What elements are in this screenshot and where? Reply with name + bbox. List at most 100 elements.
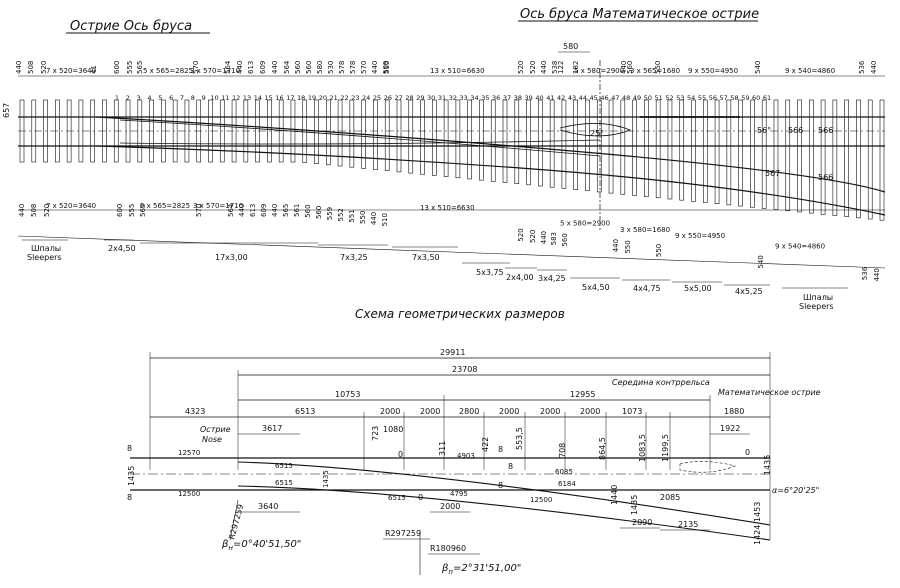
right-mark-566c: 566: [818, 173, 833, 182]
sleeper-number: 21: [330, 94, 338, 102]
sleeper: [750, 99, 755, 208]
sleeper-number: 39: [525, 94, 533, 102]
dim-10753: 10753: [335, 390, 360, 399]
sleeper-number: 42: [557, 94, 565, 102]
sleeper-number: 26: [384, 94, 392, 102]
beta-n: βн=0°40'51,50": [221, 539, 301, 552]
sleeper: [691, 99, 696, 202]
top-dim-label: 570: [360, 61, 368, 74]
dim-553: 553,5: [515, 427, 524, 450]
dim-2135: 2135: [678, 520, 698, 529]
top-dim-label: 9 x 540=4860: [785, 67, 835, 75]
sleeper: [644, 99, 649, 197]
right-mark-567: 567: [765, 169, 780, 178]
sleeper: [538, 99, 543, 187]
group-label-4x475: 4x4,75: [633, 284, 661, 293]
dim-12955: 12955: [570, 390, 595, 399]
sleeper-number: 38: [514, 94, 522, 102]
ostrie-label: Острие: [200, 425, 231, 434]
bottom-dim-label: 600: [116, 204, 124, 217]
sleeper: [679, 99, 685, 201]
group-label-5x375: 5x3,75: [476, 268, 504, 277]
sleeper: [420, 99, 425, 175]
math-tip-label: Математическое острие: [718, 388, 821, 397]
bottom-dim-label: 555: [128, 204, 136, 217]
dim-2000f: 2000: [440, 502, 460, 511]
top-dim-label: 440: [236, 61, 244, 74]
diverging-rail-2: [95, 145, 886, 216]
bottom-dim-label: 551: [348, 209, 356, 222]
dim-4323: 4323: [185, 407, 205, 416]
bottom-dim-label: 440: [238, 204, 246, 217]
top-dim-label: 508: [27, 61, 35, 74]
eight-mid: 8: [498, 445, 503, 454]
top-dim-label: 440: [540, 61, 548, 74]
top-dim-label: 570: [192, 61, 200, 74]
bottom-dim-label: 510: [381, 213, 389, 226]
dim-12570: 12570: [178, 449, 200, 457]
sleeper: [867, 99, 873, 220]
sleeper-number: 25: [373, 94, 381, 102]
left-gauge-label: 657: [2, 103, 11, 118]
sleeper: [43, 99, 48, 163]
top-dim-label: 7 x 520=3640: [46, 67, 96, 75]
dim-2000e: 2000: [580, 407, 600, 416]
sleeper: [219, 99, 225, 163]
top-dim-label: 560: [305, 61, 313, 74]
bottom-dim-label: 536: [861, 266, 869, 280]
dim-2000c: 2000: [499, 407, 519, 416]
top-dim-label: 530: [327, 61, 335, 74]
sleeper-number: 33: [460, 94, 468, 102]
sleeper-number: 4: [147, 94, 151, 102]
dim-1440: 1440: [610, 485, 619, 505]
top-dim-label: 565: [136, 61, 144, 74]
sleeper-number: 2: [126, 94, 130, 102]
sleeper-number: 61: [763, 94, 771, 102]
sleeper: [785, 99, 791, 212]
sleeper-number: 24: [362, 94, 370, 102]
dim-4795: 4795: [450, 490, 468, 498]
radius-r3: R180960: [430, 544, 466, 553]
sleeper-number: 27: [395, 94, 403, 102]
sleeper-number: 12: [232, 94, 240, 102]
sleeper-number: 9: [202, 94, 206, 102]
dim-2000d: 2000: [540, 407, 560, 416]
sleeper: [844, 99, 849, 217]
top-dim-label: 538: [551, 61, 559, 74]
sleeper: [761, 99, 767, 209]
sleeper: [384, 99, 390, 172]
top-dim-label: 440: [870, 61, 878, 74]
bottom-dim-label: 565: [282, 204, 290, 217]
bottom-dim-label: 565: [139, 204, 147, 217]
sleeper-number: 34: [470, 94, 478, 102]
dim-6513: 6513: [295, 407, 315, 416]
bottom-dim-label: 5 x 565=2825: [140, 202, 190, 210]
bottom-dim-label: 550: [624, 240, 632, 253]
sleepers-group: [19, 99, 885, 221]
sleeper-number: 46: [600, 94, 608, 102]
dim-29911: 29911: [440, 348, 465, 357]
bottom-dim-label: 3 x 580=1680: [620, 226, 670, 234]
sleeper: [632, 99, 637, 196]
sleeper-number: 52: [665, 94, 673, 102]
right-mark-566a: 566: [788, 126, 803, 135]
sleeper: [702, 99, 708, 203]
sleeper: [267, 99, 272, 163]
top-dim-label: 3 x 565=1680: [630, 67, 680, 75]
bottom-dim-label: 440: [271, 204, 279, 217]
top-dim-label: 609: [259, 61, 267, 74]
bottom-dim-label: 9 x 540=4860: [775, 243, 825, 251]
top-dim-label: 509: [382, 61, 390, 74]
bottom-dim-label: 552: [337, 208, 345, 221]
switch-blade-1: [119, 119, 601, 157]
bottom-dim-label: 440: [873, 268, 881, 281]
sleeper: [773, 99, 779, 210]
sleeper-number: 17: [286, 94, 294, 102]
header-right-title: Ось бруса Математическое острие: [520, 7, 759, 22]
top-dim-label: 41: [90, 65, 98, 74]
dim-6515c: 6515: [388, 494, 406, 502]
top-dim-label: 3 x 570=1710: [190, 67, 240, 75]
top-dim-label: 122: [557, 61, 565, 74]
dim-723: 723: [371, 426, 380, 441]
group-label-2x450: 2x4,50: [108, 244, 136, 253]
